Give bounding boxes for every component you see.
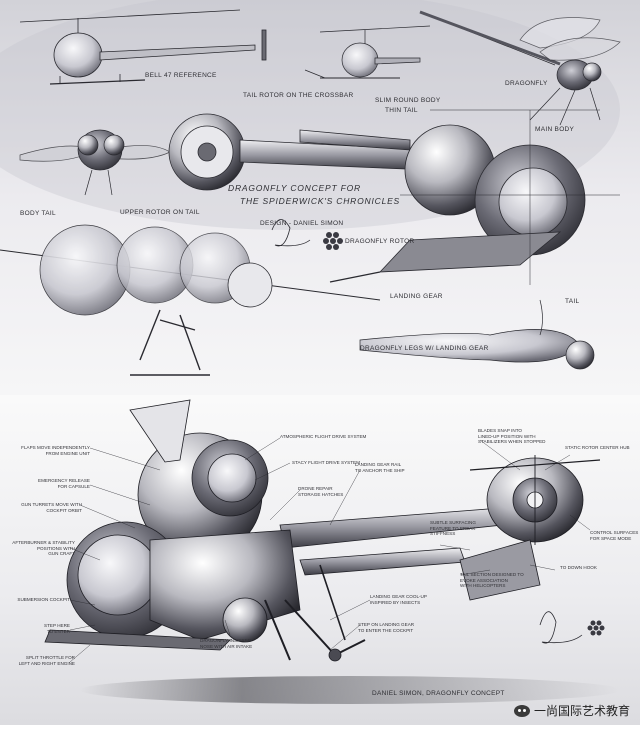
callout-afterburn: Afterburner & stability positions with g… <box>12 540 75 557</box>
label-landing-note: Landing gear <box>390 293 443 300</box>
callout-pilot-seat: Submersion cockpit <box>17 597 70 602</box>
callout-control-surface: Control surfaces for space mode <box>590 530 639 541</box>
callout-step-landing: Step on landing gear to enter the cockpi… <box>358 622 415 633</box>
bottom-signature <box>539 611 583 644</box>
watermark-text: 一尚国际艺术教育 <box>533 704 630 718</box>
concept-side-view <box>168 109 620 285</box>
callout-down-hook: To down hook <box>560 565 597 570</box>
callout-landing-gear: Landing gear rail to anchor the ship <box>355 462 405 473</box>
watermark: 一尚国际艺术教育 <box>513 702 630 719</box>
label-thin-tail: Thin tail <box>385 107 418 114</box>
label-design-by: Design - Daniel Simon <box>260 220 344 227</box>
callout-step: Step here to enter <box>44 623 70 634</box>
callout-dragonfly-nose: Dragonfly inspired nose with air intake <box>200 638 253 649</box>
label-slim-body: Slim round body <box>375 97 441 104</box>
wechat-icon <box>513 704 530 717</box>
concept-title-line1: Dragonfly concept for <box>228 183 361 193</box>
dragonfly-tail-sketch <box>359 299 595 370</box>
label-dragonfly: Dragonfly <box>505 80 548 87</box>
callout-drone: Drone repair storage hatches <box>298 486 344 497</box>
hex-emblem-bottom <box>587 620 605 636</box>
label-tail-right: Tail <box>565 298 580 305</box>
callout-flaps: Flaps move independently from engine uni… <box>21 445 90 456</box>
callout-tail-section: Tail section designed to evoke associati… <box>460 572 524 589</box>
glass-cockpit-sketch <box>0 224 381 376</box>
callout-static-rotor: Static rotor center hub <box>565 445 630 450</box>
concept-title-line2: The Spiderwick's Chronicles <box>240 196 401 206</box>
label-main-body: Main body <box>535 126 575 133</box>
label-rotor-note: Tail rotor on the crossbar <box>243 92 354 99</box>
callout-landing-coolup: Landing gear cool-up inspired by insects <box>370 594 427 605</box>
callout-gun-turrets: Gun turrets move with cockpit orbit <box>21 502 82 513</box>
ground-shadow <box>80 676 620 704</box>
label-body-tail: Body tail <box>20 210 56 217</box>
hex-emblem <box>323 232 343 250</box>
label-spin-note: Upper rotor on tail <box>120 209 200 216</box>
main-concept-render <box>44 399 601 662</box>
dragonfly-sketch <box>419 10 621 126</box>
dragonfly-front-sketch <box>19 129 171 196</box>
label-dragonfly-rotor: Dragonfly rotor <box>345 238 415 245</box>
label-dragonfly-gear: Dragonfly legs w/ landing gear <box>360 345 489 352</box>
reference-helicopter-sketch <box>19 9 267 85</box>
bottom-signature-line: Daniel Simon, Dragonfly concept <box>372 690 505 697</box>
top-signature <box>271 219 311 247</box>
callout-throttle: Split throttle for left and right engine <box>18 655 75 666</box>
callout-emergency: Emergency release for capsule <box>38 478 90 489</box>
callout-stacy: Stacy flight drive system <box>292 460 360 465</box>
callout-blades: Blades snap into lined-up position with … <box>478 428 546 445</box>
small-helicopter-sketch <box>304 25 431 79</box>
callout-leaders <box>69 437 591 663</box>
callout-subtle: Subtle surfacing feature to break stiffn… <box>430 520 476 537</box>
callout-atmos: Atmospheric flight drive system <box>280 434 367 439</box>
label-heli-ref: Bell 47 reference <box>145 72 217 79</box>
